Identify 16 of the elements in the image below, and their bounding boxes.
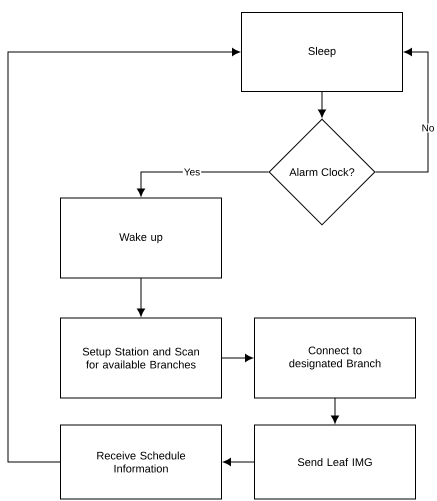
edge-label: Yes (182, 168, 202, 176)
process-box: Sleep (241, 12, 403, 92)
arrow (318, 92, 326, 118)
arrow (137, 172, 269, 196)
process-box: Connect to designated Branch (254, 318, 416, 398)
arrow (375, 48, 428, 172)
process-box: Receive Schedule Information (60, 424, 222, 500)
arrow (223, 458, 254, 466)
arrow (222, 354, 253, 362)
arrow (137, 278, 145, 316)
arrow (8, 48, 240, 462)
process-box: Wake up (60, 198, 222, 278)
process-box: Send Leaf IMG (254, 424, 416, 500)
edge-label: No (420, 124, 436, 132)
process-box: Setup Station and Scan for available Branches (60, 318, 222, 398)
arrow (331, 398, 339, 424)
